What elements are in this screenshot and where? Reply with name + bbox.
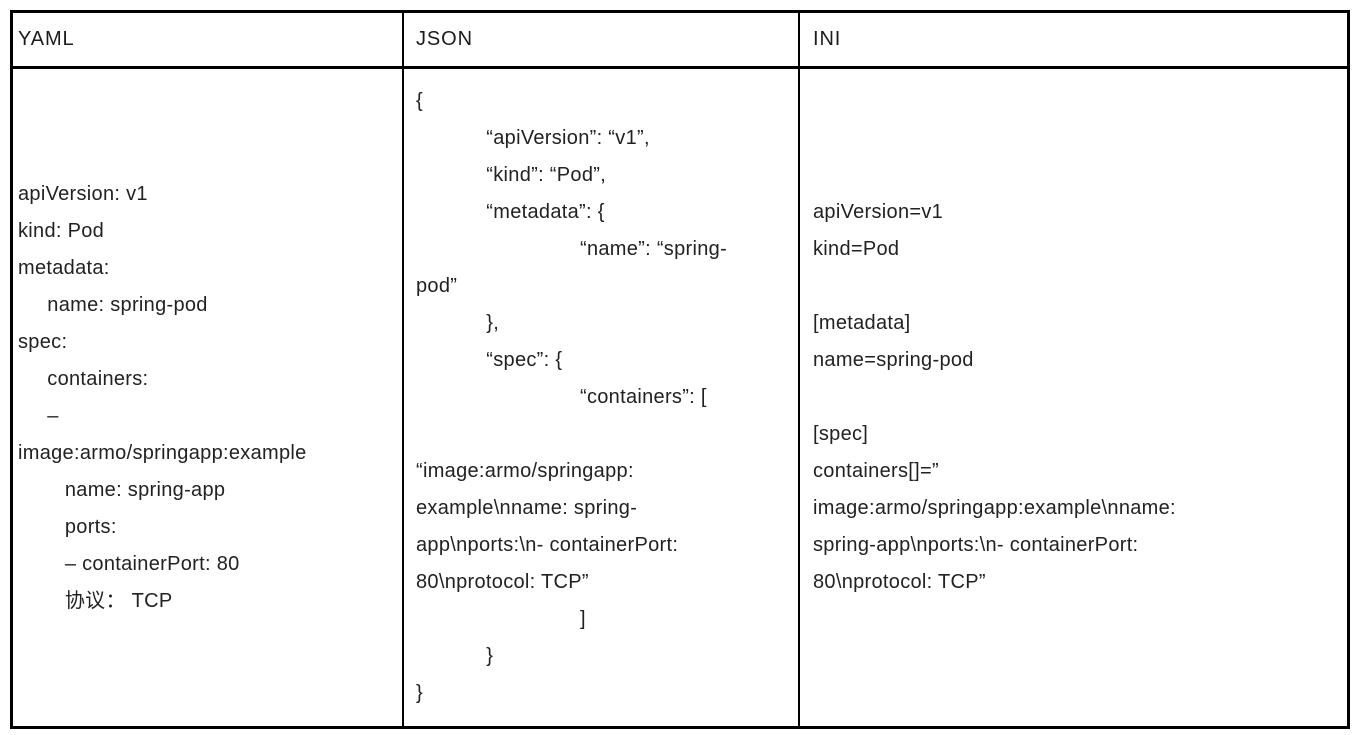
code-line: pod”	[416, 275, 458, 297]
code-line: app\nports:\n- containerPort:	[416, 534, 679, 556]
code-line	[813, 379, 1343, 416]
code-line: },	[416, 312, 500, 334]
code-line	[813, 268, 1343, 305]
code-line: kind=Pod	[813, 238, 900, 260]
code-line: metadata:	[18, 256, 110, 279]
code-line: [metadata]	[813, 312, 911, 334]
code-line: spring-app\nports:\n- containerPort:	[813, 534, 1139, 556]
code-line: {	[416, 90, 423, 112]
code-line: “spec”: {	[416, 349, 563, 371]
code-line: “containers”: [	[416, 386, 707, 408]
code-line: “apiVersion”: “v1”,	[416, 127, 650, 149]
code-line: image:armo/springapp:example	[18, 441, 307, 464]
code-line: – containerPort: 80	[18, 552, 240, 575]
code-line: }	[416, 682, 423, 704]
code-line: name=spring-pod	[813, 349, 974, 371]
code-line: spec:	[18, 330, 68, 353]
code-line: kind: Pod	[18, 219, 105, 242]
code-line: “kind”: “Pod”,	[416, 164, 607, 186]
code-line: example\nname: spring-	[416, 497, 638, 519]
code-line: image:armo/springapp:example\nname:	[813, 497, 1176, 519]
ini-code-cell: apiVersion=v1 kind=Pod [metadata] name=spri…	[798, 69, 1347, 726]
code-line: “name”: “spring-	[416, 238, 728, 260]
column-header-json: JSON	[402, 13, 798, 69]
code-line	[416, 416, 794, 453]
yaml-code-cell: apiVersion: v1 kind: Pod metadata: name: s…	[13, 69, 402, 726]
code-line: apiVersion: v1	[18, 182, 148, 205]
code-line: ]	[416, 608, 586, 630]
code-line: “metadata”: {	[416, 201, 605, 223]
code-line: name: spring-pod	[18, 293, 208, 316]
code-line: ports:	[18, 515, 117, 538]
column-header-yaml: YAML	[13, 13, 402, 69]
code-line: [spec]	[813, 423, 869, 445]
code-line: name: spring-app	[18, 478, 226, 501]
code-line: 80\nprotocol: TCP”	[416, 571, 589, 593]
format-comparison-table: YAML JSON INI apiVersion: v1 kind: Pod met…	[10, 10, 1350, 729]
code-line: “image:armo/springapp:	[416, 460, 634, 482]
code-line: containers:	[18, 367, 149, 390]
code-line: containers[]=”	[813, 460, 939, 482]
code-line: 80\nprotocol: TCP”	[813, 571, 986, 593]
json-code-cell: { “apiVersion”: “v1”, “kind”: “Pod”, “me…	[402, 69, 798, 726]
column-header-ini: INI	[798, 13, 1347, 69]
code-line: 协议： TCP	[18, 589, 173, 612]
code-line: –	[18, 404, 59, 427]
code-line: apiVersion=v1	[813, 201, 944, 223]
code-line: }	[416, 645, 494, 667]
